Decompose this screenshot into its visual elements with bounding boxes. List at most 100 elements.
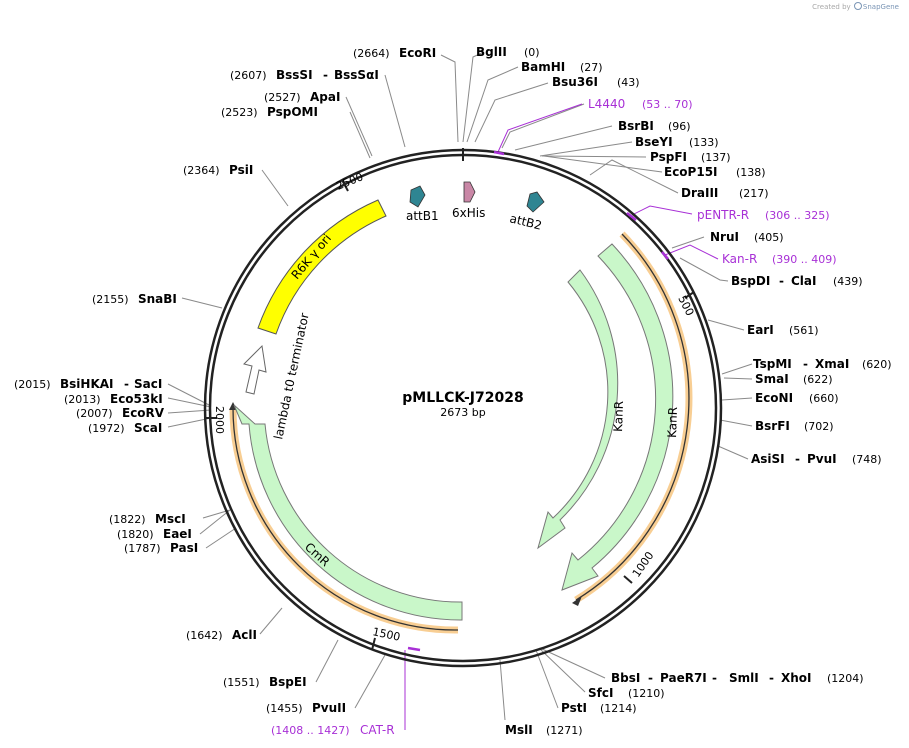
svg-text:MscI: MscI bbox=[155, 512, 186, 526]
svg-text:AsiSI: AsiSI bbox=[751, 452, 785, 466]
site-bspei: (1551) BspEI bbox=[223, 675, 307, 689]
svg-text:XmaI: XmaI bbox=[815, 357, 849, 371]
tick-label-500: 500 bbox=[675, 293, 696, 318]
snapgene-logo-icon bbox=[853, 2, 862, 10]
svg-text:EcoRV: EcoRV bbox=[122, 406, 165, 420]
tick-label-2000: 2000 bbox=[213, 406, 226, 434]
svg-text:(660): (660) bbox=[809, 392, 839, 405]
site-psii: (2364) PsiI bbox=[183, 163, 253, 177]
svg-text:NruI: NruI bbox=[710, 230, 739, 244]
svg-text:(1822): (1822) bbox=[109, 513, 146, 526]
svg-text:(1820): (1820) bbox=[117, 528, 154, 541]
svg-text:(1455): (1455) bbox=[266, 702, 303, 715]
feature-cmr bbox=[233, 404, 463, 621]
svg-text:(1210): (1210) bbox=[628, 687, 665, 700]
svg-text:(1642): (1642) bbox=[186, 629, 223, 642]
svg-text:(748): (748) bbox=[852, 453, 882, 466]
site-bamhi: BamHI (27) bbox=[521, 60, 603, 74]
svg-text:(1271): (1271) bbox=[546, 724, 583, 737]
svg-text:(96): (96) bbox=[668, 120, 691, 133]
primer-marks bbox=[407, 150, 669, 652]
tick-label-2500: 2500 bbox=[334, 170, 365, 193]
site-bsrfi: BsrFI (702) bbox=[755, 419, 834, 433]
site-bbsi-group: BbsI - PaeR7I - SmlI - XhoI (1204) bbox=[611, 671, 864, 685]
site-smai: SmaI (622) bbox=[755, 372, 833, 386]
site-bsu36i: Bsu36I (43) bbox=[552, 75, 640, 89]
svg-text:BspEI: BspEI bbox=[269, 675, 307, 689]
svg-text:-: - bbox=[124, 377, 129, 391]
svg-text:PvuI: PvuI bbox=[807, 452, 837, 466]
svg-text:(622): (622) bbox=[803, 373, 833, 386]
site-scai: (1972) ScaI bbox=[88, 421, 162, 435]
feature-label-r6k-ori: R6K γ ori bbox=[289, 231, 335, 282]
svg-text:EarI: EarI bbox=[747, 323, 774, 337]
primer-l4440: L4440 (53 .. 70) bbox=[588, 97, 693, 111]
svg-text:(2664): (2664) bbox=[353, 47, 390, 60]
svg-text:PvuII: PvuII bbox=[312, 701, 346, 715]
site-bsrbi: BsrBI (96) bbox=[618, 119, 691, 133]
site-bglii: BglII (0) bbox=[476, 45, 540, 59]
site-mscI: (1822) MscI bbox=[109, 512, 186, 526]
plasmid-length: 2673 bp bbox=[440, 406, 485, 419]
svg-text:(2013): (2013) bbox=[64, 393, 101, 406]
svg-text:BamHI: BamHI bbox=[521, 60, 565, 74]
tick-label-1500: 1500 bbox=[371, 625, 401, 644]
svg-text:BssSαI: BssSαI bbox=[334, 68, 379, 82]
site-bsihkai-saci: (2015) BsiHKAI - SacI bbox=[14, 377, 162, 391]
svg-text:PspOMI: PspOMI bbox=[267, 105, 318, 119]
svg-text:PspFI: PspFI bbox=[650, 150, 687, 164]
svg-text:(2607): (2607) bbox=[230, 69, 267, 82]
svg-text:PsiI: PsiI bbox=[229, 163, 253, 177]
svg-text:(439): (439) bbox=[833, 275, 863, 288]
site-ecorv: (2007) EcoRV bbox=[76, 406, 165, 420]
svg-text:EaeI: EaeI bbox=[163, 527, 192, 541]
svg-text:(306 .. 325): (306 .. 325) bbox=[765, 209, 830, 222]
svg-text:SacI: SacI bbox=[134, 377, 162, 391]
svg-text:(138): (138) bbox=[736, 166, 766, 179]
svg-text:-: - bbox=[712, 671, 717, 685]
svg-text:(27): (27) bbox=[580, 61, 603, 74]
site-sfci: SfcI (1210) bbox=[588, 686, 665, 700]
site-apai: (2527) ApaI bbox=[264, 90, 340, 104]
svg-text:BsrBI: BsrBI bbox=[618, 119, 654, 133]
svg-text:-: - bbox=[803, 357, 808, 371]
svg-text:BsrFI: BsrFI bbox=[755, 419, 790, 433]
credit-prefix: Created by bbox=[812, 3, 851, 11]
svg-text:SnaBI: SnaBI bbox=[138, 292, 177, 306]
svg-text:pENTR-R: pENTR-R bbox=[697, 208, 749, 222]
svg-text:(390 .. 409): (390 .. 409) bbox=[772, 253, 837, 266]
svg-text:SfcI: SfcI bbox=[588, 686, 613, 700]
feature-attb1 bbox=[409, 185, 426, 208]
site-bspdi-clai: BspDI - ClaI (439) bbox=[731, 274, 863, 288]
site-snabi: (2155) SnaBI bbox=[92, 292, 177, 306]
svg-text:-: - bbox=[323, 68, 328, 82]
site-asisi-pvui: AsiSI - PvuI (748) bbox=[751, 452, 882, 466]
leader-lines bbox=[167, 51, 753, 721]
svg-text:(1551): (1551) bbox=[223, 676, 260, 689]
svg-text:(53 .. 70): (53 .. 70) bbox=[642, 98, 693, 111]
svg-text:TspMI: TspMI bbox=[753, 357, 792, 371]
svg-text:AclI: AclI bbox=[232, 628, 257, 642]
svg-text:BssSI: BssSI bbox=[276, 68, 313, 82]
svg-text:EcoRI: EcoRI bbox=[399, 46, 436, 60]
svg-text:(0): (0) bbox=[524, 46, 540, 59]
site-bsssi: (2607) BssSI - BssSαI bbox=[230, 68, 379, 82]
svg-text:EcoP15I: EcoP15I bbox=[664, 165, 718, 179]
svg-text:XhoI: XhoI bbox=[781, 671, 812, 685]
feature-attb2 bbox=[526, 191, 545, 213]
svg-text:EcoNI: EcoNI bbox=[755, 391, 793, 405]
site-eari: EarI (561) bbox=[747, 323, 819, 337]
site-tspmi-xmai: TspMI - XmaI (620) bbox=[753, 357, 892, 371]
site-nrui: NruI (405) bbox=[710, 230, 784, 244]
site-pspomi: (2523) PspOMI bbox=[221, 105, 318, 119]
svg-text:BbsI: BbsI bbox=[611, 671, 640, 685]
svg-text:PasI: PasI bbox=[170, 541, 198, 555]
primer-cat-r: (1408 .. 1427) CAT-R bbox=[271, 723, 395, 737]
feature-label-kanr-outer: KanR bbox=[665, 407, 680, 438]
svg-text:(1204): (1204) bbox=[827, 672, 864, 685]
svg-text:BglII: BglII bbox=[476, 45, 507, 59]
site-psti: PstI (1214) bbox=[561, 701, 637, 715]
svg-text:Eco53kI: Eco53kI bbox=[110, 392, 163, 406]
svg-text:MslI: MslI bbox=[505, 723, 533, 737]
